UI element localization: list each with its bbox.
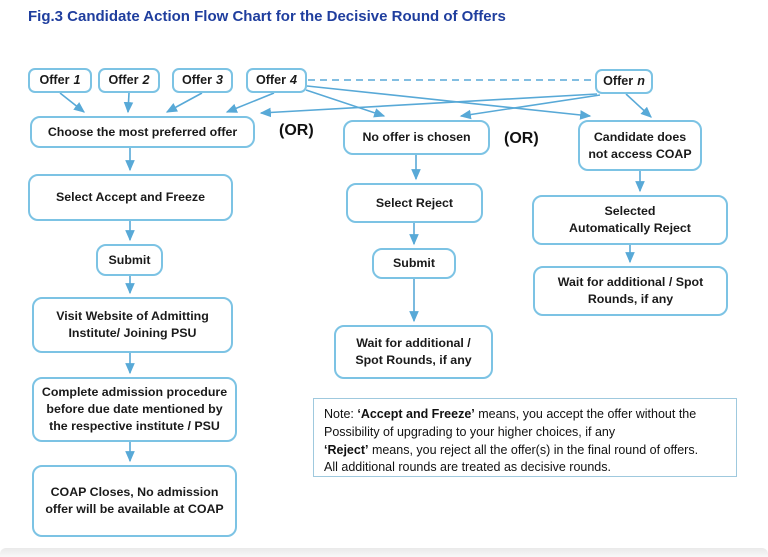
note-accept-freeze-term: ‘Accept and Freeze’ — [357, 407, 475, 421]
bottom-separator-band — [0, 548, 768, 557]
offer-label: Offer — [603, 74, 634, 88]
arrow-offer1-choose — [59, 92, 86, 113]
node-choose-preferred-offer: Choose the most preferred offer — [30, 116, 255, 148]
note-prefix: Note: — [324, 407, 358, 421]
arrow-offern-choose — [259, 93, 598, 118]
arrow-offer4-no-access — [306, 85, 592, 120]
offer-number: 1 — [73, 73, 81, 87]
node-candidate-not-access-coap: Candidate does not access COAP — [578, 120, 702, 171]
arrow-offer3-choose — [165, 92, 203, 113]
offer-label: Offer — [181, 73, 213, 87]
node-select-reject: Select Reject — [346, 183, 483, 223]
node-visit-website: Visit Website of Admitting Institute/ Jo… — [32, 297, 233, 353]
note-reject-text: means, you reject all the offer(s) in th… — [324, 442, 699, 475]
arrow-offer4-choose — [225, 92, 275, 113]
arrow-offern-no-offer — [459, 94, 601, 120]
arrow-offer4-no-offer — [305, 89, 386, 118]
offer-label: Offer — [39, 73, 70, 87]
offer-label: Offer — [108, 73, 139, 87]
node-select-accept-freeze: Select Accept and Freeze — [28, 174, 233, 221]
node-selected-automatically-reject: Selected Automatically Reject — [532, 195, 728, 245]
node-submit-left: Submit — [96, 244, 163, 276]
figure-title: Fig.3 Candidate Action Flow Chart for th… — [28, 8, 506, 25]
note-reject-term: ‘Reject’ — [324, 442, 369, 457]
note-accept-freeze-text: means, you accept the offer without the … — [324, 407, 697, 439]
node-no-offer-chosen: No offer is chosen — [343, 120, 490, 155]
offer-label: Offer — [255, 73, 287, 87]
note-box: Note: ‘Accept and Freeze’ means, you acc… — [313, 398, 737, 477]
arrow-offer2-choose — [123, 92, 134, 114]
arrow-offern-no-access — [625, 93, 652, 118]
or-label-2: (OR) — [504, 130, 539, 147]
node-complete-admission: Complete admission procedure before due … — [32, 377, 237, 442]
offer-number: 2 — [142, 73, 150, 87]
or-label-1: (OR) — [279, 122, 314, 139]
node-coap-closes: COAP Closes, No admission offer will be … — [32, 465, 237, 537]
offer-number: 3 — [216, 73, 224, 87]
node-wait-rounds-middle: Wait for additional / Spot Rounds, if an… — [334, 325, 493, 379]
offer-number: 4 — [290, 73, 298, 87]
node-wait-rounds-right: Wait for additional / Spot Rounds, if an… — [533, 266, 728, 316]
node-submit-middle: Submit — [372, 248, 456, 279]
offer-number: n — [637, 74, 645, 88]
